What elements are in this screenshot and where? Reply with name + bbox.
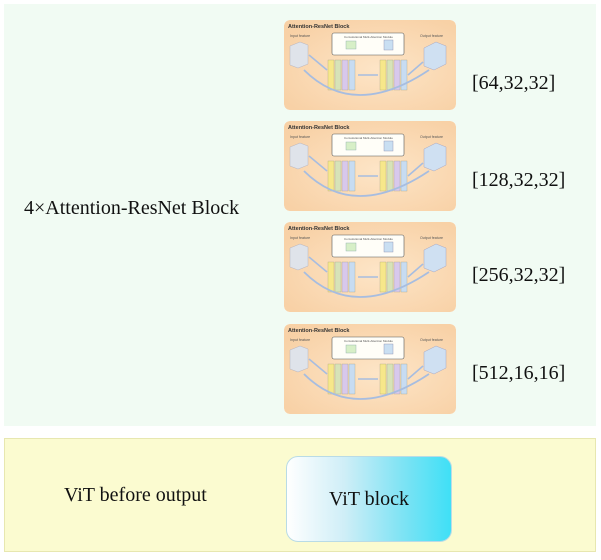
output-feature-cube [423,243,447,273]
flow-arrow [407,61,424,76]
layer-unit [393,363,401,395]
block-title: Attention-ResNet Block [288,226,350,232]
layer-unit [379,363,387,395]
attention-unit [345,242,357,252]
input-feature-label: Input feature [290,236,310,240]
attention-output-unit [383,39,394,51]
layer-unit [348,59,356,91]
layer-unit [341,160,349,192]
block-dimension-label: [256,32,32] [472,264,566,286]
layer-unit [348,261,356,293]
layer-unit [341,363,349,395]
layer-unit [327,59,335,91]
layer-unit [400,160,408,192]
layer-unit [379,59,387,91]
flow-arrow [308,155,328,172]
attention-output-unit [383,140,394,152]
layer-unit [393,59,401,91]
attention-resnet-block-diagram: Attention-ResNet Block Input feature Out… [284,324,456,414]
layer-unit [341,261,349,293]
input-feature-cube [289,142,309,170]
residual-arrow [303,373,430,400]
residual-arrow [303,170,430,197]
flow-arrow [407,162,424,177]
input-feature-cube [289,41,309,69]
attention-module-label: Convolutional Multi-Attention Module [344,237,393,241]
flow-arrow [308,256,328,273]
layer-unit [341,59,349,91]
layer-unit [386,261,394,293]
layer-unit [327,363,335,395]
flow-arrow [308,358,328,375]
output-feature-label: Output feature [420,34,443,38]
layer-unit [400,363,408,395]
layer-unit [334,261,342,293]
flow-arrow [308,54,328,71]
flow-arrow [407,365,424,380]
block-title: Attention-ResNet Block [288,328,350,334]
layer-unit [327,261,335,293]
layer-unit [393,160,401,192]
layer-unit [334,59,342,91]
layer-unit [386,160,394,192]
residual-arrow [303,69,430,96]
attention-output-unit [383,241,394,253]
output-feature-cube [423,345,447,375]
layer-unit [334,160,342,192]
layer-unit [393,261,401,293]
residual-arrow [303,271,430,298]
output-feature-cube [423,41,447,71]
layer-unit [386,363,394,395]
attention-resnet-block-diagram: Attention-ResNet Block Input feature Out… [284,121,456,211]
attention-module-label: Convolutional Multi-Attention Module [344,339,393,343]
vit-section-label: ViT before output [64,484,207,506]
input-feature-cube [289,243,309,271]
vit-block: ViT block [286,456,452,542]
output-feature-label: Output feature [420,338,443,342]
layer-unit [334,363,342,395]
output-feature-cube [423,142,447,172]
output-feature-label: Output feature [420,135,443,139]
input-feature-label: Input feature [290,135,310,139]
block-dimension-label: [512,16,16] [472,362,566,384]
attention-resnet-block-diagram: Attention-ResNet Block Input feature Out… [284,20,456,110]
attention-resnet-group-label: 4×Attention-ResNet Block [24,197,240,219]
layer-unit [379,160,387,192]
layer-unit [400,59,408,91]
attention-output-unit [383,343,394,355]
layer-unit [327,160,335,192]
layer-unit [379,261,387,293]
block-dimension-label: [128,32,32] [472,169,566,191]
flow-arrow [407,263,424,278]
output-feature-label: Output feature [420,236,443,240]
attention-module-label: Convolutional Multi-Attention Module [344,35,393,39]
attention-unit [345,344,357,354]
attention-module-label: Convolutional Multi-Attention Module [344,136,393,140]
vit-block-label: ViT block [328,487,410,510]
layer-unit [348,363,356,395]
input-feature-label: Input feature [290,338,310,342]
block-title: Attention-ResNet Block [288,24,350,30]
input-feature-cube [289,345,309,373]
layer-unit [400,261,408,293]
input-feature-label: Input feature [290,34,310,38]
attention-unit [345,40,357,50]
layer-unit [386,59,394,91]
block-dimension-label: [64,32,32] [472,72,556,94]
attention-unit [345,141,357,151]
block-title: Attention-ResNet Block [288,125,350,131]
layer-unit [348,160,356,192]
attention-resnet-block-diagram: Attention-ResNet Block Input feature Out… [284,222,456,312]
